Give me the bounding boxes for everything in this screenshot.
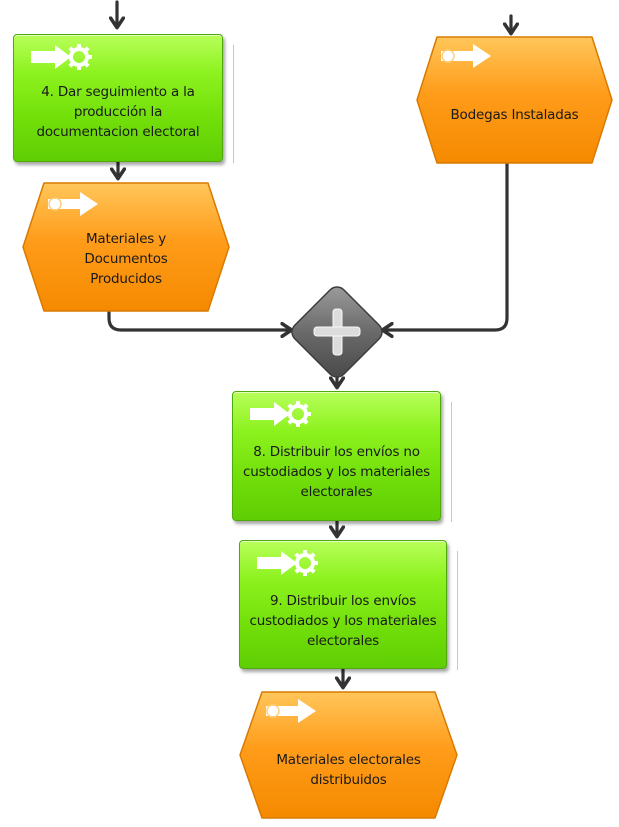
event-arrow-icon — [441, 44, 491, 68]
bodegas-instaladas-label: Bodegas Instaladas — [450, 107, 579, 123]
and-gateway[interactable] — [289, 284, 385, 380]
task-4-label: 4. Dar seguimiento a la producción la do… — [36, 84, 200, 140]
hexagon-shape — [239, 691, 458, 819]
event-arrow-icon — [48, 192, 98, 216]
task-8-label: 8. Distribuir los envíos no custodiados … — [242, 444, 430, 500]
hexagon-shape — [416, 36, 613, 164]
materiales-producidos-event[interactable]: Materiales y Documentos Producidos — [20, 181, 232, 314]
bodegas-instaladas-event[interactable]: Bodegas Instaladas — [415, 35, 614, 166]
materiales-producidos-label: Materiales y Documentos Producidos — [84, 231, 168, 287]
plus-icon — [313, 308, 361, 356]
process-arrow-gear-icon — [257, 550, 318, 576]
task-9-label: 9. Distribuir los envíos custodiados y l… — [249, 593, 437, 649]
hexagon-shape — [22, 182, 230, 312]
event-arrow-icon — [266, 699, 316, 723]
task-8-box[interactable]: 8. Distribuir los envíos no custodiados … — [232, 391, 452, 522]
process-arrow-gear-icon — [31, 44, 92, 70]
materiales-distribuidos-label: Materiales electorales distribuidos — [276, 752, 421, 788]
materiales-distribuidos-event[interactable]: Materiales electorales distribuidos — [238, 690, 459, 821]
task-9-box[interactable]: 9. Distribuir los envíos custodiados y l… — [239, 540, 458, 670]
edge-bodegas-to-gateway — [384, 161, 509, 330]
edge-materiales-to-gateway — [107, 310, 290, 330]
process-arrow-gear-icon — [250, 401, 311, 427]
task-4-box[interactable]: 4. Dar seguimiento a la producción la do… — [13, 34, 234, 163]
